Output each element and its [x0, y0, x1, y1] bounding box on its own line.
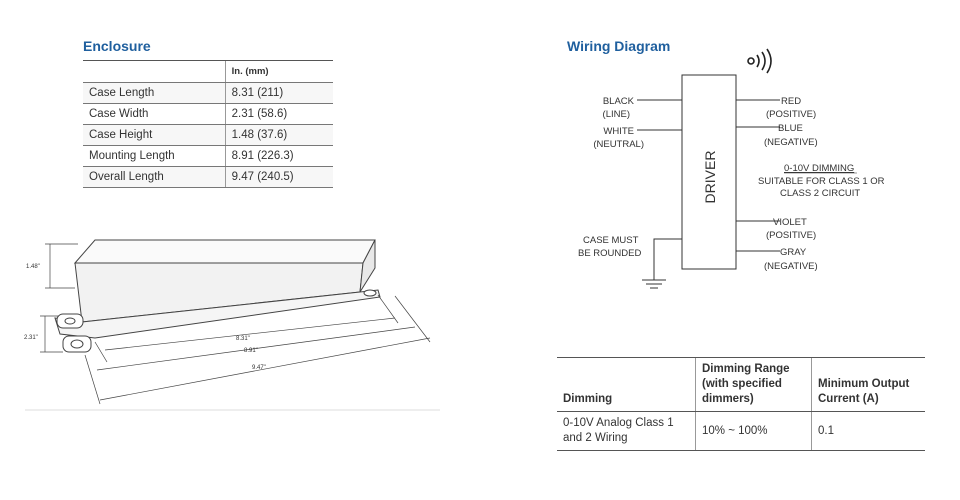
dimming-class-label: SUITABLE FOR CLASS 1 OR [758, 176, 885, 187]
violet-wire-label: VIOLET [773, 217, 807, 228]
dimming-table: Dimming Dimming Range (with specified di… [557, 357, 925, 451]
case-length-dimension-label: 8.31" [236, 336, 250, 342]
mounting-tab [56, 313, 84, 329]
minimum-output-cell: 0.1 [811, 411, 925, 451]
width-dimension-label: 2.31" [24, 335, 38, 341]
table-row: Case Width 2.31 (58.6) [83, 103, 333, 125]
enclosure-label: Case Length [83, 82, 226, 104]
enclosure-label: Mounting Length [83, 145, 226, 167]
blue-wire-label: BLUE [778, 123, 803, 134]
dimming-range-header: Dimming Range (with specified dimmers) [695, 357, 812, 412]
dimming-circuit-label: CLASS 2 CIRCUIT [780, 188, 860, 199]
driver-box [681, 74, 737, 270]
case-ground-sublabel: BE ROUNDED [578, 248, 641, 259]
mounting-flange [54, 289, 381, 339]
wiring-title: Wiring Diagram [567, 38, 671, 54]
dimming-header: Dimming [557, 357, 696, 412]
blue-wire-sublabel: (NEGATIVE) [764, 137, 818, 148]
driver-label: DRIVER [702, 151, 718, 204]
mounting-length-dimension-label: 8.91" [244, 348, 258, 354]
red-wire-sublabel: (POSITIVE) [766, 109, 816, 120]
dimming-type-cell: 0-10V Analog Class 1 and 2 Wiring [557, 411, 696, 451]
case-end [359, 239, 376, 293]
mounting-tab [62, 335, 92, 353]
enclosure-title: Enclosure [83, 38, 151, 54]
enclosure-label: Case Height [83, 124, 226, 146]
gray-wire-sublabel: (NEGATIVE) [764, 261, 818, 272]
white-wire-label: WHITE [603, 126, 634, 137]
black-wire-sublabel: (LINE) [603, 109, 630, 120]
enclosure-value: 9.47 (240.5) [224, 166, 333, 188]
case-ground-label: CASE MUST [583, 235, 639, 246]
gray-wire-label: GRAY [780, 247, 807, 258]
dimming-header-row: Dimming Dimming Range (with specified di… [557, 357, 925, 412]
red-wire-label: RED [781, 96, 801, 107]
black-wire-label: BLACK [603, 96, 635, 107]
enclosure-value: 1.48 (37.6) [224, 124, 333, 146]
enclosure-value: 8.31 (211) [224, 82, 333, 104]
minimum-output-header: Minimum Output Current (A) [811, 357, 925, 412]
enclosure-label: Case Width [83, 103, 226, 125]
wireless-signal-icon [747, 48, 772, 74]
overall-length-dimension-label: 9.47" [252, 365, 266, 371]
enclosure-header-blank [83, 60, 226, 83]
enclosure-unit-header: In. (mm) [224, 60, 333, 83]
violet-wire-sublabel: (POSITIVE) [766, 230, 816, 241]
enclosure-table: In. (mm) Case Length 8.31 (211) Case Wid… [83, 60, 333, 188]
dimming-range-cell: 10% ~ 100% [695, 411, 812, 451]
table-row: Case Height 1.48 (37.6) [83, 124, 333, 146]
enclosure-value: 8.91 (226.3) [224, 145, 333, 167]
table-row: Mounting Length 8.91 (226.3) [83, 145, 333, 167]
enclosure-header-row: In. (mm) [83, 60, 333, 83]
table-row: Case Length 8.31 (211) [83, 82, 333, 104]
enclosure-label: Overall Length [83, 166, 226, 188]
height-dimension-label: 1.48" [26, 264, 40, 270]
table-row: Overall Length 9.47 (240.5) [83, 166, 333, 188]
table-row: 0-10V Analog Class 1 and 2 Wiring 10% ~ … [557, 411, 925, 451]
white-wire-sublabel: (NEUTRAL) [593, 139, 644, 150]
enclosure-value: 2.31 (58.6) [224, 103, 333, 125]
dimming-label: 0-10V DIMMING [784, 163, 854, 174]
